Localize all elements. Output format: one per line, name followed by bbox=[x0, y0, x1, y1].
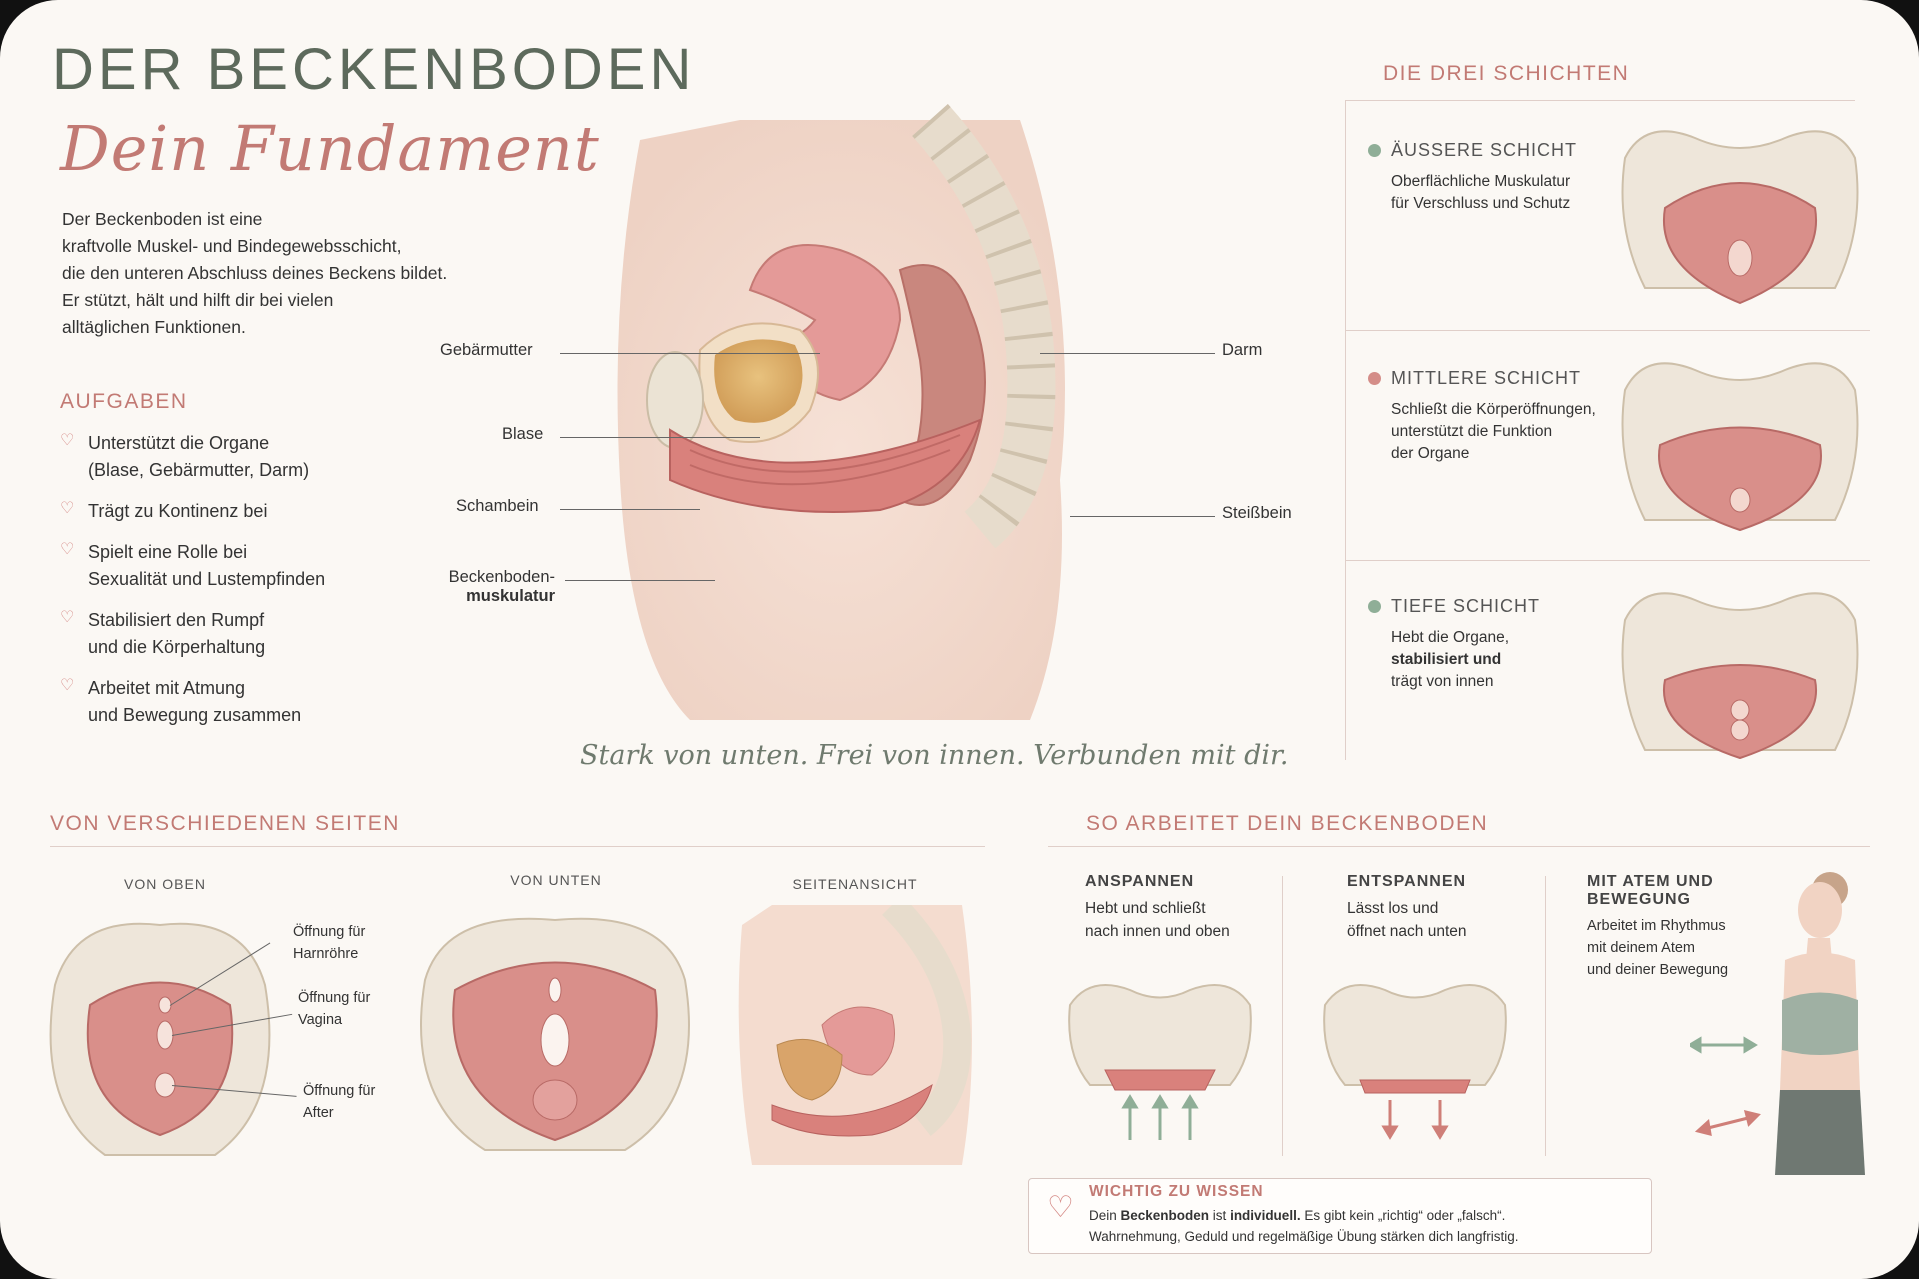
tasks-list: ♡Unterstützt die Organe(Blase, Gebärmutt… bbox=[60, 430, 420, 743]
divider bbox=[1048, 846, 1870, 847]
label-pelvic-floor: Beckenboden- muskulatur bbox=[448, 568, 555, 605]
tasks-heading: AUFGABEN bbox=[60, 390, 188, 413]
task-item: ♡Trägt zu Kontinenz bei bbox=[60, 500, 268, 522]
arrow-up-icons bbox=[1121, 1094, 1199, 1140]
body-outline bbox=[617, 120, 1065, 720]
intro-text: Der Beckenboden ist eine kraftvolle Musk… bbox=[62, 209, 448, 337]
movement-arrow-icon bbox=[1694, 1109, 1761, 1137]
heart-icon: ♡ bbox=[60, 609, 75, 626]
heart-icon: ♡ bbox=[60, 432, 75, 449]
label-pubis: Schambein bbox=[456, 497, 539, 515]
pelvis-outer-layer-illustration bbox=[1621, 130, 1859, 305]
heart-icon: ♡ bbox=[60, 677, 75, 694]
info-note: ♡ WICHTIG ZU WISSEN Dein Beckenboden ist… bbox=[1028, 1178, 1652, 1254]
view-side-title: SEITENANSICHT bbox=[792, 876, 918, 892]
pelvis-bottom-view-illustration bbox=[420, 917, 690, 1151]
page-subtitle: Dein Fundament bbox=[60, 112, 600, 185]
views-heading: VON VERSCHIEDENEN SEITEN bbox=[50, 812, 400, 835]
leader-line bbox=[1040, 353, 1215, 354]
pelvis-top-view-illustration bbox=[49, 922, 271, 1156]
divider bbox=[1345, 100, 1346, 760]
label-coccyx: Steißbein bbox=[1222, 504, 1292, 522]
spine bbox=[912, 103, 1056, 549]
note-text: Dein Beckenboden ist individuell. Es gib… bbox=[1089, 1208, 1519, 1244]
pelvis-middle-layer-illustration bbox=[1621, 362, 1859, 532]
heart-icon: ♡ bbox=[1047, 1191, 1074, 1224]
status-dot bbox=[1368, 372, 1381, 385]
slogan: Stark von unten. Frei von innen. Verbund… bbox=[580, 740, 1289, 771]
divider bbox=[1345, 560, 1870, 561]
pelvis-relax-illustration bbox=[1323, 984, 1507, 1140]
pelvis-tense-illustration bbox=[1068, 984, 1252, 1140]
pelvis-side-view-illustration bbox=[738, 905, 972, 1165]
status-dot bbox=[1368, 600, 1381, 613]
label-uterus: Gebärmutter bbox=[440, 341, 533, 359]
divider bbox=[1282, 876, 1283, 1156]
divider bbox=[1545, 876, 1546, 1156]
arrow-down-icons bbox=[1381, 1100, 1449, 1140]
label-bladder: Blase bbox=[502, 425, 544, 443]
muscle-fiber bbox=[689, 449, 951, 486]
divider bbox=[1345, 330, 1870, 331]
task-item: ♡Unterstützt die Organe(Blase, Gebärmutt… bbox=[60, 432, 310, 481]
view-bottom-title: VON UNTEN bbox=[510, 872, 602, 888]
heart-icon: ♡ bbox=[60, 500, 75, 517]
layer-outer: ÄUSSERE SCHICHT Oberflächliche Muskulatu… bbox=[1368, 140, 1608, 215]
pelvis-sagittal-illustration bbox=[617, 103, 1065, 720]
label-bowel: Darm bbox=[1222, 341, 1263, 359]
leader-line bbox=[1070, 516, 1215, 517]
pelvic-floor-muscle-shape bbox=[669, 418, 982, 513]
layers-heading: DIE DREI SCHICHTEN bbox=[1383, 62, 1630, 85]
layer-deep: TIEFE SCHICHT Hebt die Organe,stabilisie… bbox=[1368, 596, 1608, 693]
woman-figure-illustration bbox=[1690, 872, 1865, 1175]
note-heading: WICHTIG ZU WISSEN bbox=[1089, 1183, 1264, 1200]
layer-middle: MITTLERE SCHICHT Schließt die Körperöffn… bbox=[1368, 368, 1628, 465]
divider bbox=[50, 846, 985, 847]
status-dot bbox=[1368, 144, 1381, 157]
leader-line bbox=[565, 580, 715, 581]
pelvis-deep-layer-illustration bbox=[1621, 592, 1859, 760]
leader-line bbox=[560, 509, 700, 510]
leader-line bbox=[560, 353, 820, 354]
muscle-fiber bbox=[689, 434, 961, 473]
heart-icon: ♡ bbox=[60, 541, 75, 558]
view-top-title: VON OBEN bbox=[124, 876, 206, 892]
how-heading: SO ARBEITET DEIN BECKENBODEN bbox=[1086, 812, 1489, 835]
bladder-shape bbox=[714, 339, 803, 423]
leader-line bbox=[560, 437, 760, 438]
divider bbox=[1345, 100, 1855, 101]
breath-arrow-icon bbox=[1690, 1036, 1758, 1054]
page-title: DER BECKENBODEN bbox=[52, 37, 696, 102]
